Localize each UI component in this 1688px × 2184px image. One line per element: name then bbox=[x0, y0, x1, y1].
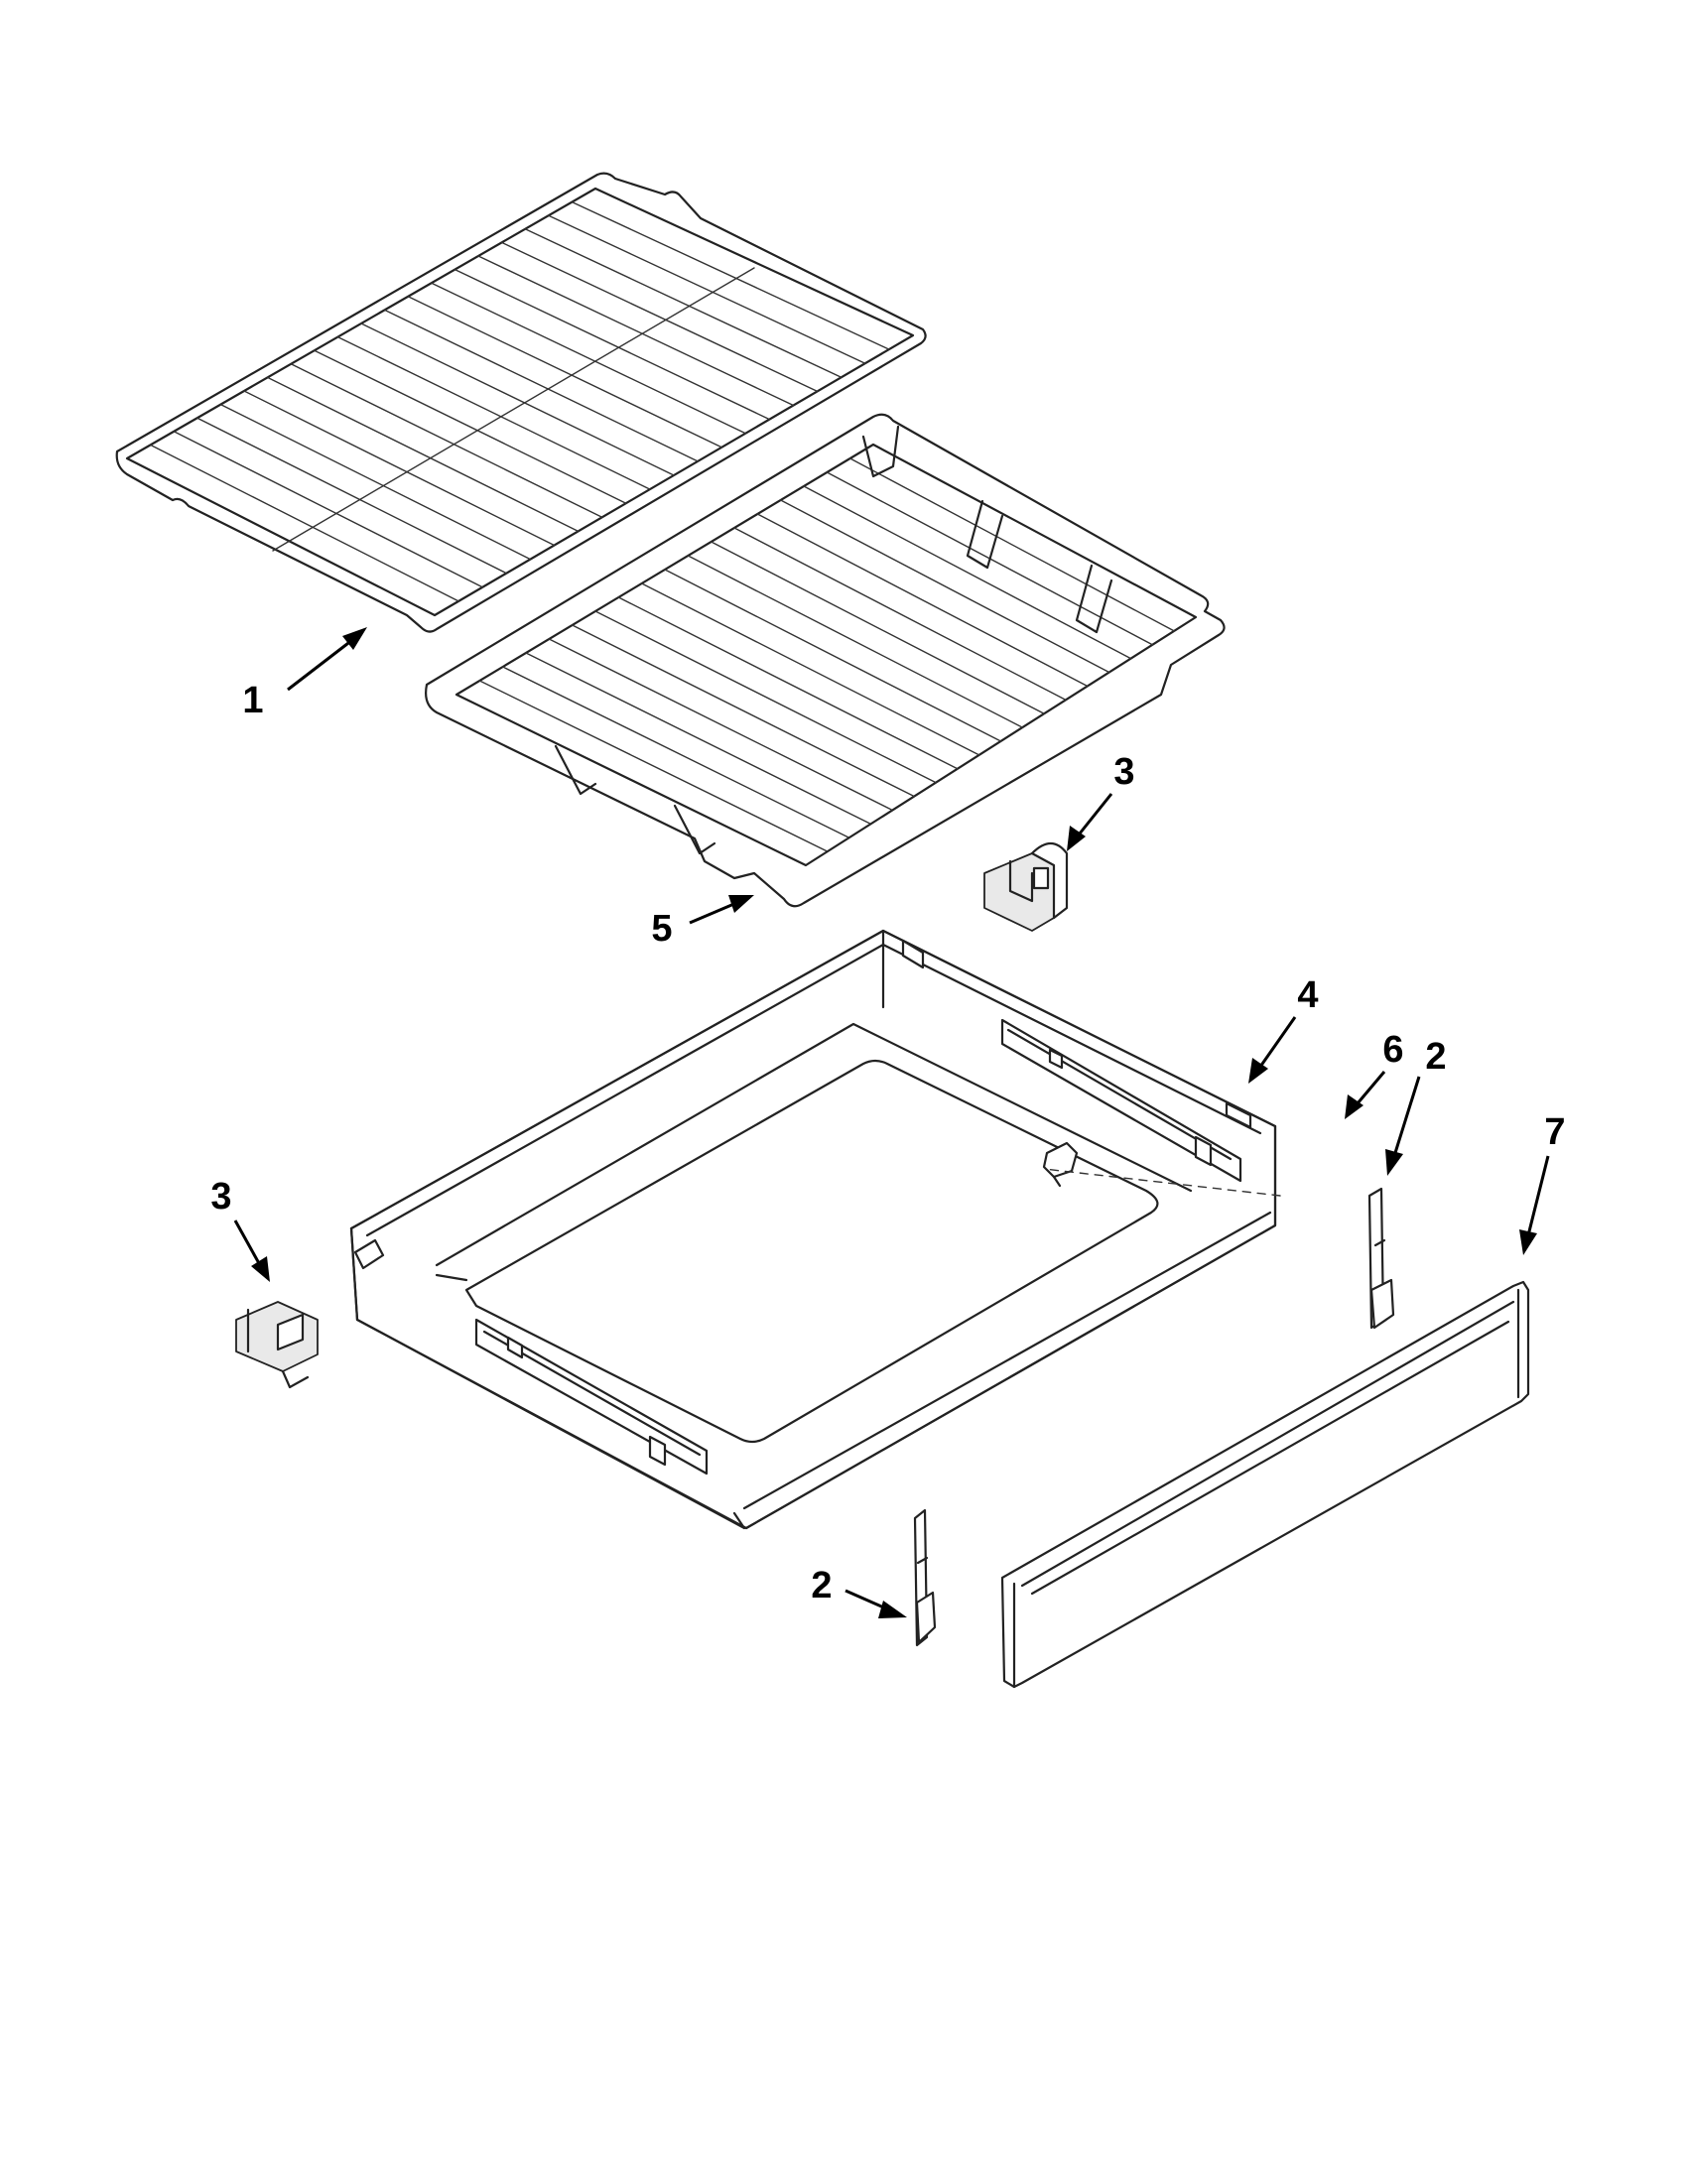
callout-3-upper: 3 bbox=[1113, 751, 1134, 793]
drawer-bracket-lower bbox=[235, 1301, 319, 1389]
basket-wire bbox=[733, 527, 1067, 702]
callout-2-lower: 2 bbox=[811, 1565, 832, 1606]
callout-2-right: 2 bbox=[1425, 1036, 1446, 1078]
callout-6: 6 bbox=[1382, 1029, 1403, 1071]
rack-wire bbox=[314, 349, 627, 504]
rack-wire bbox=[431, 282, 746, 435]
basket-wire bbox=[848, 457, 1175, 632]
rack-wire bbox=[219, 403, 532, 561]
slide-bracket-lower bbox=[913, 1508, 937, 1647]
rack-wire bbox=[243, 390, 556, 547]
callout-1: 1 bbox=[242, 680, 263, 721]
callout-3-lower: 3 bbox=[210, 1176, 231, 1218]
rack-wire bbox=[477, 255, 795, 407]
basket-wire bbox=[664, 569, 1002, 742]
slide-bracket-right bbox=[1367, 1187, 1395, 1330]
basket-wire bbox=[710, 541, 1045, 714]
oven-rack-basket bbox=[425, 413, 1226, 908]
rack-wire bbox=[266, 376, 580, 533]
rack-wire bbox=[290, 363, 603, 518]
basket-wire bbox=[640, 582, 980, 756]
rack-wire bbox=[360, 322, 675, 476]
screw bbox=[1042, 1141, 1281, 1197]
warming-drawer-body bbox=[349, 929, 1277, 1530]
rack-wire bbox=[524, 228, 843, 378]
rack-wire bbox=[196, 417, 507, 575]
basket-wire bbox=[687, 555, 1024, 728]
rack-wire bbox=[454, 268, 771, 421]
rack-wire bbox=[571, 200, 890, 350]
callout-labels: 1 5 3 4 6 2 7 3 2 bbox=[210, 680, 1565, 1606]
rack-wire bbox=[173, 431, 483, 588]
callout-5: 5 bbox=[651, 908, 672, 950]
basket-wire bbox=[779, 499, 1110, 674]
callout-7: 7 bbox=[1544, 1111, 1565, 1153]
oven-rack-flat bbox=[115, 172, 927, 633]
drawer-bracket-upper bbox=[983, 841, 1069, 932]
basket-wire bbox=[617, 596, 959, 770]
callout-4: 4 bbox=[1297, 974, 1318, 1016]
basket-wire bbox=[501, 666, 850, 838]
basket-wire bbox=[756, 513, 1089, 688]
rack-wire bbox=[548, 214, 866, 364]
basket-wire bbox=[525, 652, 872, 826]
rack-wire bbox=[500, 241, 819, 393]
rack-wire bbox=[336, 335, 651, 490]
basket-wire bbox=[594, 610, 937, 784]
drawer-front-panel bbox=[1000, 1280, 1530, 1689]
rack-wire bbox=[407, 296, 722, 449]
basket-wire bbox=[478, 680, 829, 852]
rack-wire bbox=[149, 444, 459, 602]
callout-arrows bbox=[233, 627, 1550, 1618]
basket-wire bbox=[571, 624, 915, 798]
rack-wire bbox=[383, 309, 699, 462]
basket-wire bbox=[803, 485, 1132, 660]
basket-wire bbox=[548, 638, 894, 812]
